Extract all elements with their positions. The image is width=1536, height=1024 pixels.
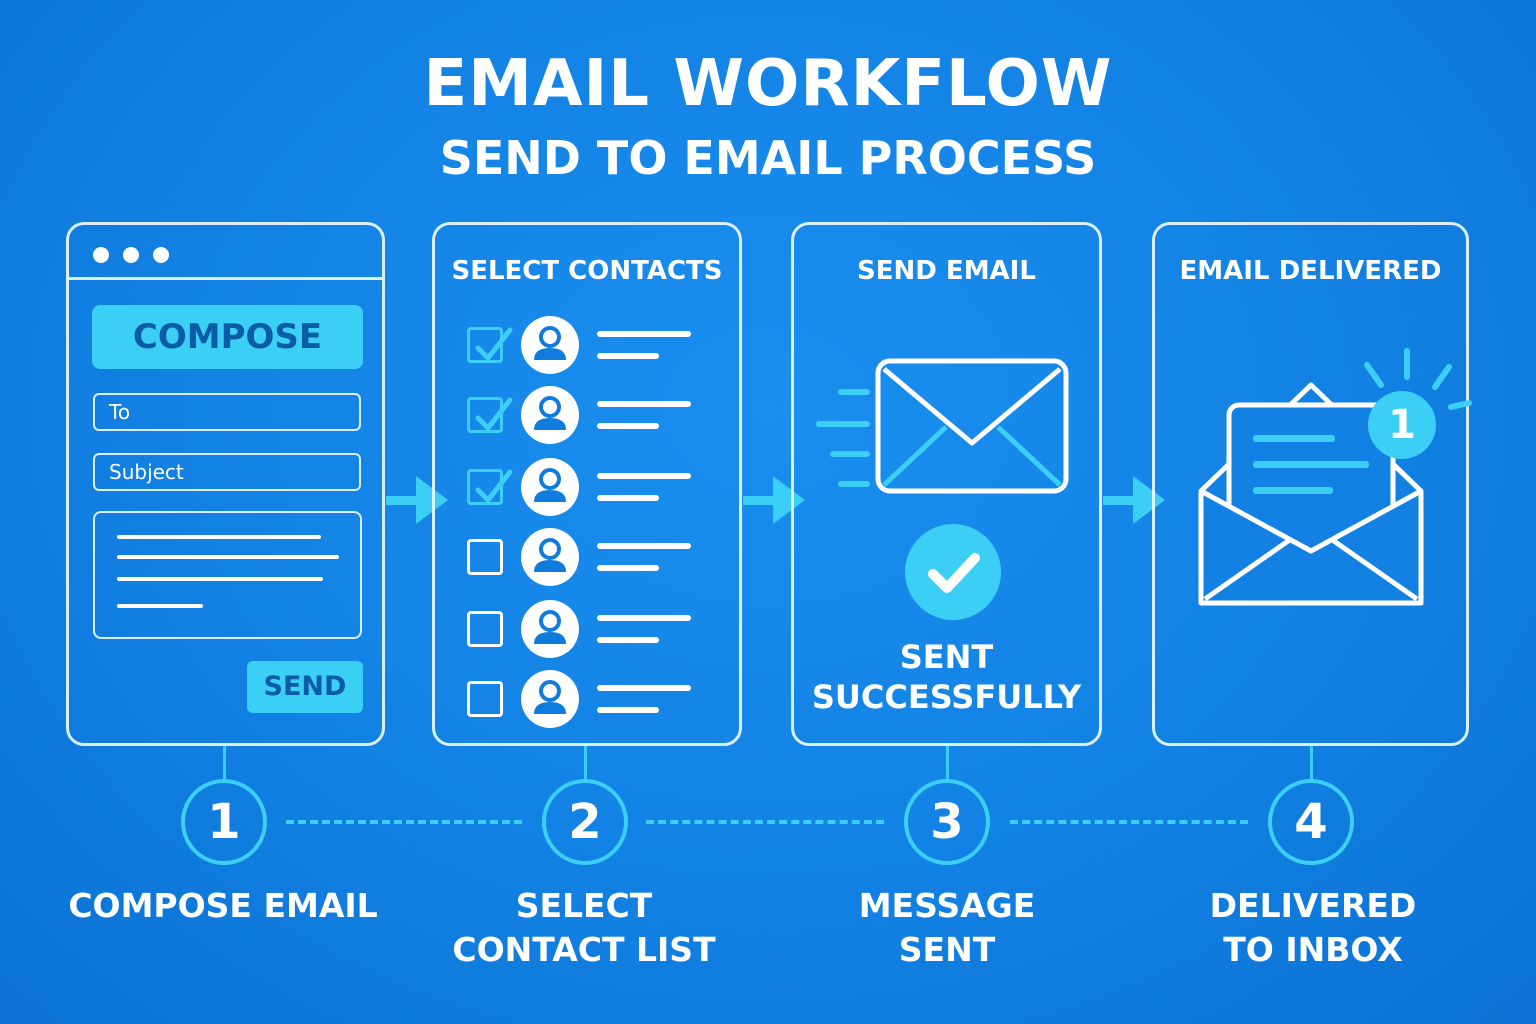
badge-count: 1 xyxy=(1388,402,1416,448)
contact-name-line xyxy=(597,473,691,479)
step-1-caption: COMPOSE EMAIL xyxy=(63,884,383,928)
connector-line xyxy=(223,746,226,779)
contact-row[interactable] xyxy=(463,599,703,659)
panel-title: SEND EMAIL xyxy=(857,256,1036,286)
step-2-circle: 2 xyxy=(542,779,628,865)
compose-button[interactable]: COMPOSE xyxy=(92,305,363,369)
subject-field[interactable]: Subject xyxy=(93,453,361,491)
text-line xyxy=(117,604,203,608)
checkbox-icon[interactable] xyxy=(467,681,503,717)
envelope-icon xyxy=(875,358,1069,494)
window-title-bar xyxy=(69,225,382,280)
motion-lines-icon xyxy=(816,389,870,487)
contact-row[interactable] xyxy=(463,457,703,517)
user-avatar-icon xyxy=(521,458,579,516)
caption-line: MESSAGE xyxy=(858,886,1036,925)
status-line: SENT xyxy=(899,638,994,676)
user-avatar-icon xyxy=(521,670,579,728)
select-contacts-panel: SELECT CONTACTS xyxy=(432,222,742,746)
step-3-caption: MESSAGE SENT xyxy=(787,884,1107,972)
caption-line: TO INBOX xyxy=(1223,930,1403,969)
user-avatar-icon xyxy=(521,316,579,374)
panel-title: SELECT CONTACTS xyxy=(451,256,723,286)
timeline-dash xyxy=(646,820,884,824)
contact-name-line xyxy=(597,401,691,407)
contact-detail-line xyxy=(597,353,659,359)
open-envelope-icon xyxy=(1198,382,1424,606)
checkbox-icon[interactable] xyxy=(467,397,513,433)
connector-line xyxy=(946,746,949,779)
text-line xyxy=(117,555,339,559)
contact-detail-line xyxy=(597,707,659,713)
arrow-right-icon xyxy=(1103,476,1165,524)
step-4-circle: 4 xyxy=(1268,779,1354,865)
contact-detail-line xyxy=(597,423,659,429)
window-dot-icon[interactable] xyxy=(93,247,109,263)
step-3-circle: 3 xyxy=(904,779,990,865)
text-line xyxy=(117,535,321,539)
contact-detail-line xyxy=(597,565,659,571)
checkbox-icon[interactable] xyxy=(467,611,503,647)
contact-name-line xyxy=(597,543,691,549)
connector-line xyxy=(584,746,587,779)
text-line xyxy=(117,577,323,581)
user-avatar-icon xyxy=(521,600,579,658)
caption-line: COMPOSE EMAIL xyxy=(68,886,378,925)
connector-line xyxy=(1310,746,1313,779)
step-4-caption: DELIVERED TO INBOX xyxy=(1153,884,1473,972)
contact-detail-line xyxy=(597,637,659,643)
step-2-caption: SELECT CONTACT LIST xyxy=(424,884,744,972)
user-avatar-icon xyxy=(521,528,579,586)
contact-row[interactable] xyxy=(463,669,703,729)
checkbox-icon[interactable] xyxy=(467,327,513,363)
window-dot-icon[interactable] xyxy=(153,247,169,263)
contact-detail-line xyxy=(597,495,659,501)
status-line: SUCCESSFULLY xyxy=(811,678,1082,716)
send-button[interactable]: SEND xyxy=(247,661,363,713)
contact-name-line xyxy=(597,331,691,337)
send-email-panel: SEND EMAIL SENT SUCCESSFULLY xyxy=(791,222,1102,746)
check-circle-icon xyxy=(905,524,1001,620)
window-dot-icon[interactable] xyxy=(123,247,139,263)
caption-line: CONTACT LIST xyxy=(452,930,716,969)
email-delivered-panel: EMAIL DELIVERED 1 xyxy=(1152,222,1472,746)
timeline-dash xyxy=(1010,820,1248,824)
arrow-right-icon xyxy=(743,476,805,524)
message-body-field[interactable] xyxy=(93,511,362,639)
page-subtitle: SEND TO EMAIL PROCESS xyxy=(439,131,1097,185)
timeline-dash xyxy=(286,820,522,824)
sent-status-text: SENT SUCCESSFULLY xyxy=(794,637,1099,717)
contact-name-line xyxy=(597,685,691,691)
contact-row[interactable] xyxy=(463,385,703,445)
panel-title: EMAIL DELIVERED xyxy=(1179,256,1442,286)
step-1-circle: 1 xyxy=(181,779,267,865)
caption-line: DELIVERED xyxy=(1209,886,1417,925)
checkbox-icon[interactable] xyxy=(467,539,503,575)
checkbox-icon[interactable] xyxy=(467,469,513,505)
contact-row[interactable] xyxy=(463,315,703,375)
user-avatar-icon xyxy=(521,386,579,444)
caption-line: SENT xyxy=(898,930,996,969)
contact-name-line xyxy=(597,615,691,621)
compose-window-panel: COMPOSE To Subject SEND xyxy=(66,222,385,746)
notification-rays-icon xyxy=(1364,348,1472,410)
to-field[interactable]: To xyxy=(93,393,361,431)
notification-badge-icon: 1 xyxy=(1368,391,1436,459)
page-title: EMAIL WORKFLOW xyxy=(423,47,1113,121)
caption-line: SELECT xyxy=(515,886,653,925)
contact-row[interactable] xyxy=(463,527,703,587)
